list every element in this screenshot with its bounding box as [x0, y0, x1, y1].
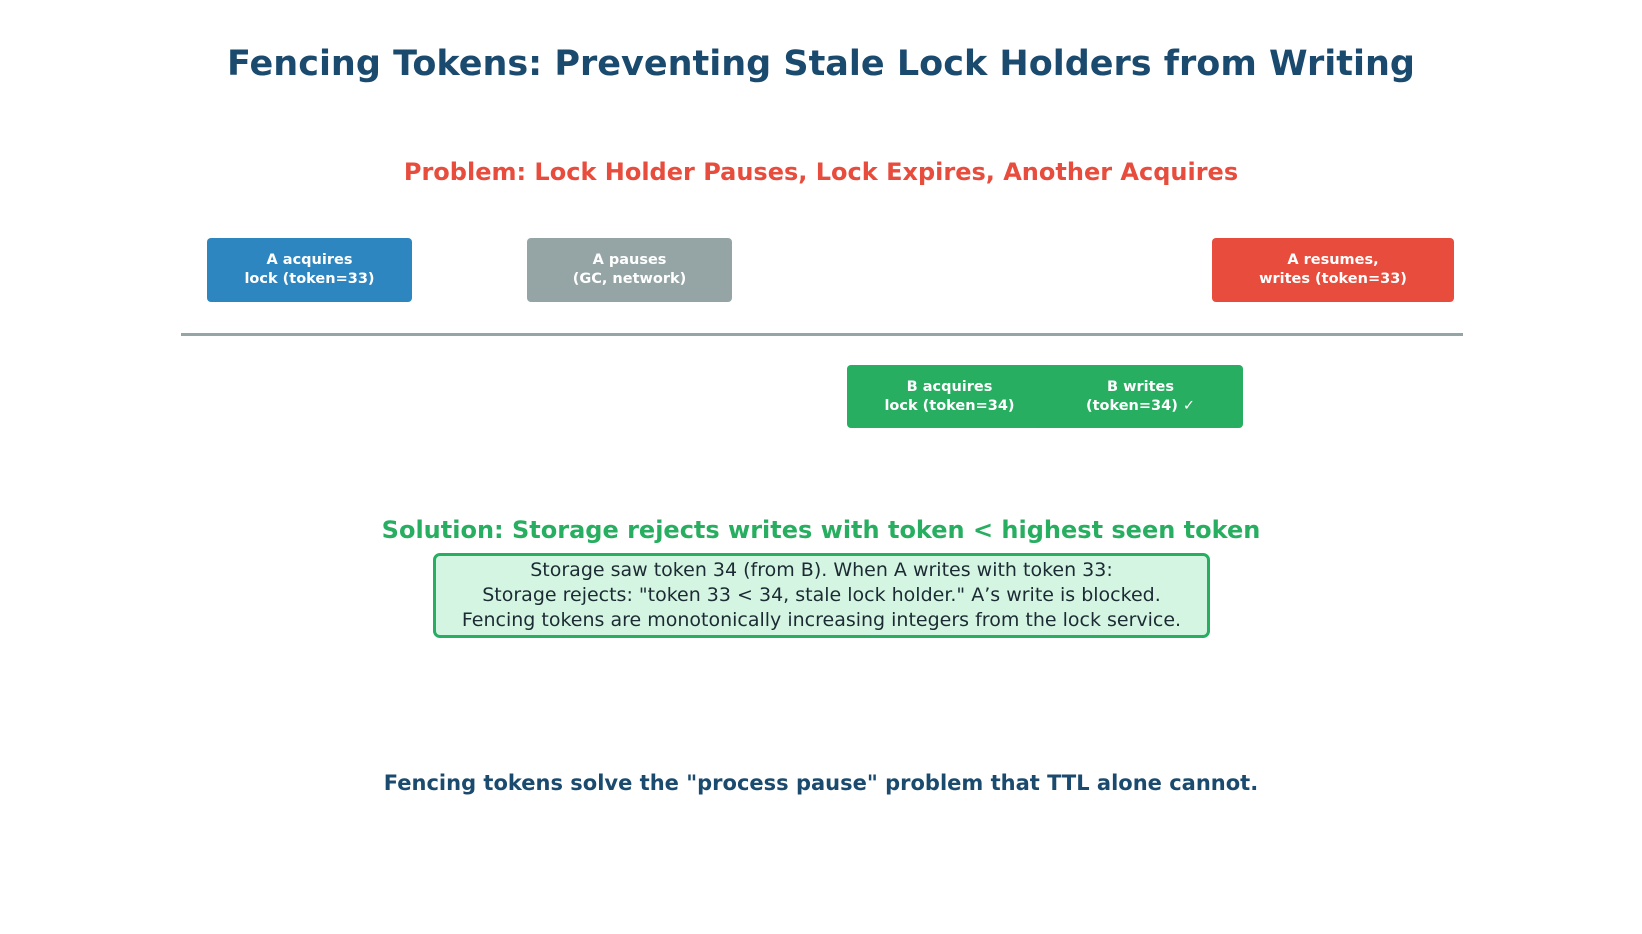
event-label-line1: B writes [1106, 378, 1174, 395]
event-label-line2: lock (token=34) [884, 397, 1015, 414]
event-b-writes: B writes (token=34) ✓ [1038, 365, 1243, 428]
timeline-axis [181, 333, 1463, 336]
event-label-line1: A resumes, [1287, 252, 1379, 268]
event-b-acquires-lock: B acquires lock (token=34) [847, 365, 1052, 428]
event-label-line2: (GC, network) [572, 271, 687, 287]
solution-heading: Solution: Storage rejects writes with to… [381, 516, 1261, 544]
event-label-line2: writes (token=33) [1259, 271, 1407, 287]
event-a-pauses: A pauses (GC, network) [527, 238, 732, 302]
solution-line: Fencing tokens are monotonically increas… [461, 609, 1182, 631]
event-a-acquires-lock: A acquires lock (token=33) [207, 238, 412, 302]
event-label-line2: (token=34) ✓ [1085, 397, 1196, 414]
problem-heading: Problem: Lock Holder Pauses, Lock Expire… [403, 158, 1239, 186]
event-label-line1: A acquires [266, 252, 353, 268]
footer-summary: Fencing tokens solve the "process pause"… [383, 771, 1259, 795]
event-a-resumes-writes: A resumes, writes (token=33) [1212, 238, 1454, 302]
event-label-line1: B acquires [906, 378, 993, 395]
event-label-line2: lock (token=33) [244, 271, 375, 287]
event-label-line1: A pauses [592, 252, 667, 268]
solution-explanation-box: Storage saw token 34 (from B). When A wr… [433, 553, 1210, 638]
diagram-title: Fencing Tokens: Preventing Stale Lock Ho… [227, 44, 1415, 84]
solution-line: Storage saw token 34 (from B). When A wr… [530, 559, 1113, 581]
solution-line: Storage rejects: "token 33 < 34, stale l… [482, 584, 1161, 606]
